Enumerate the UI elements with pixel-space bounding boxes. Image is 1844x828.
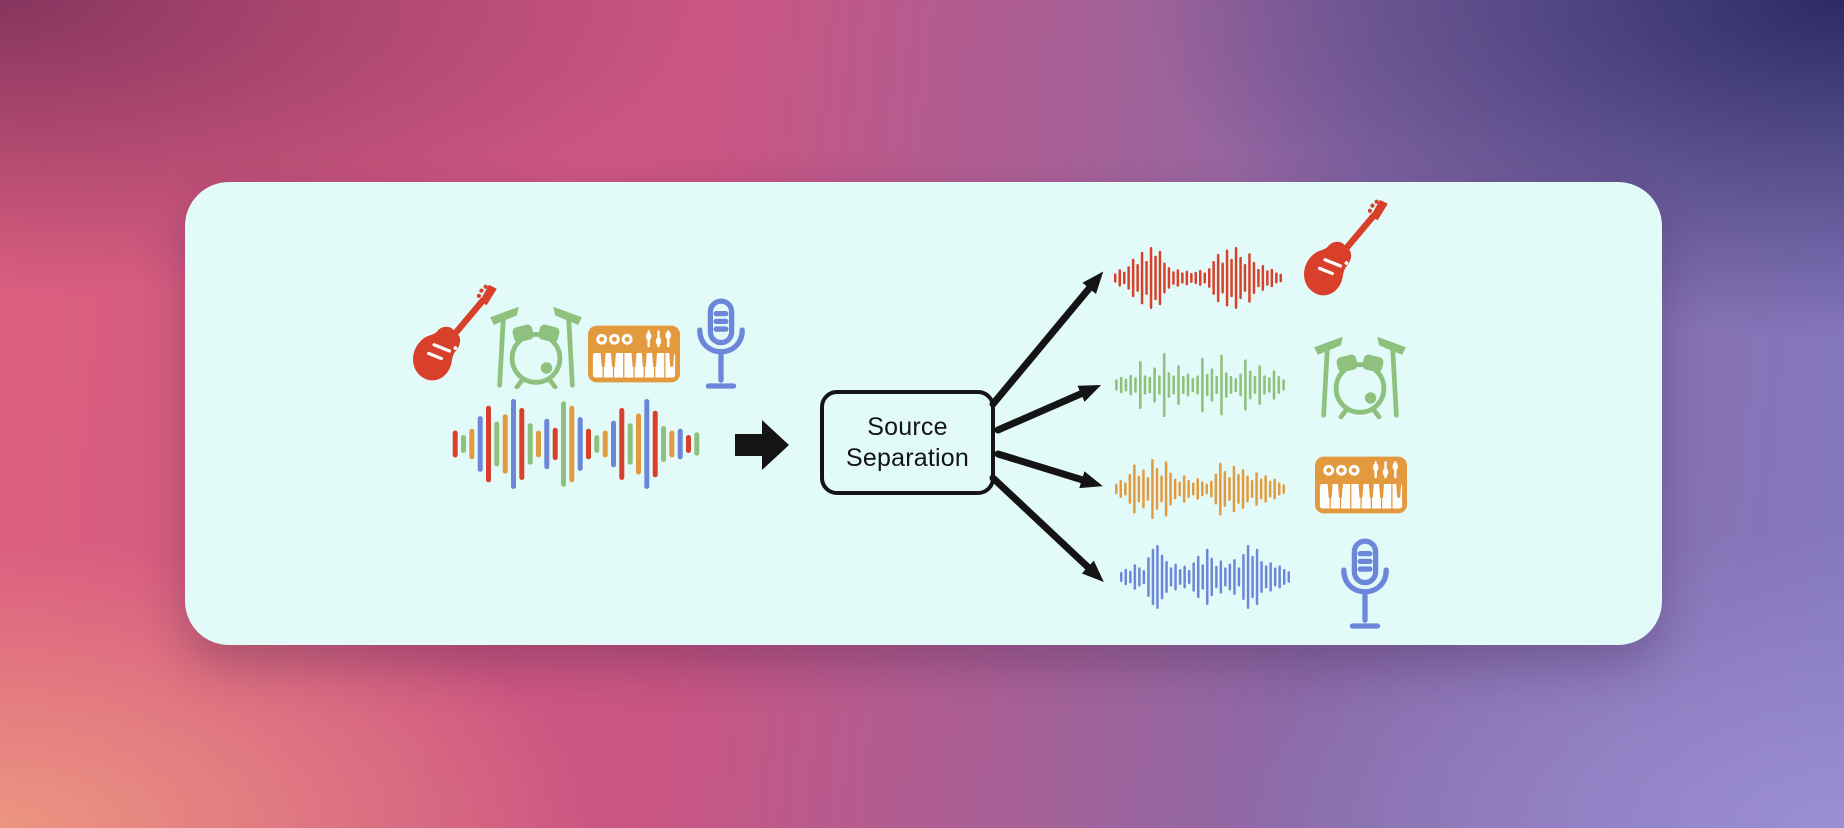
arrow-to-drums-output [994, 384, 1102, 434]
input-microphone-icon [694, 297, 748, 392]
input-drums-icon [486, 301, 586, 389]
source-separation-label-line2: Separation [846, 443, 969, 472]
source-separation-label-line1: Source [867, 413, 948, 441]
arrow-to-keyboard-output [994, 450, 1103, 489]
drums-waveform [1114, 353, 1286, 417]
output-drums-icon [1310, 331, 1410, 419]
input-keyboard-icon [587, 324, 681, 384]
keyboard-waveform [1114, 459, 1286, 519]
source-separation-box: Source Separation [820, 390, 995, 495]
input-arrow-icon [735, 420, 789, 470]
diagram-card: Source Separation [185, 182, 1662, 645]
output-microphone-icon [1338, 537, 1392, 632]
guitar-waveform [1113, 247, 1283, 309]
arrow-to-microphone-output [989, 474, 1104, 583]
input-guitar-icon [432, 272, 478, 392]
output-keyboard-icon [1314, 455, 1408, 515]
output-guitar-icon [1323, 187, 1369, 307]
mixed-audio-waveform [451, 399, 701, 489]
microphone-waveform [1119, 545, 1291, 609]
arrow-to-guitar-output [989, 271, 1104, 408]
